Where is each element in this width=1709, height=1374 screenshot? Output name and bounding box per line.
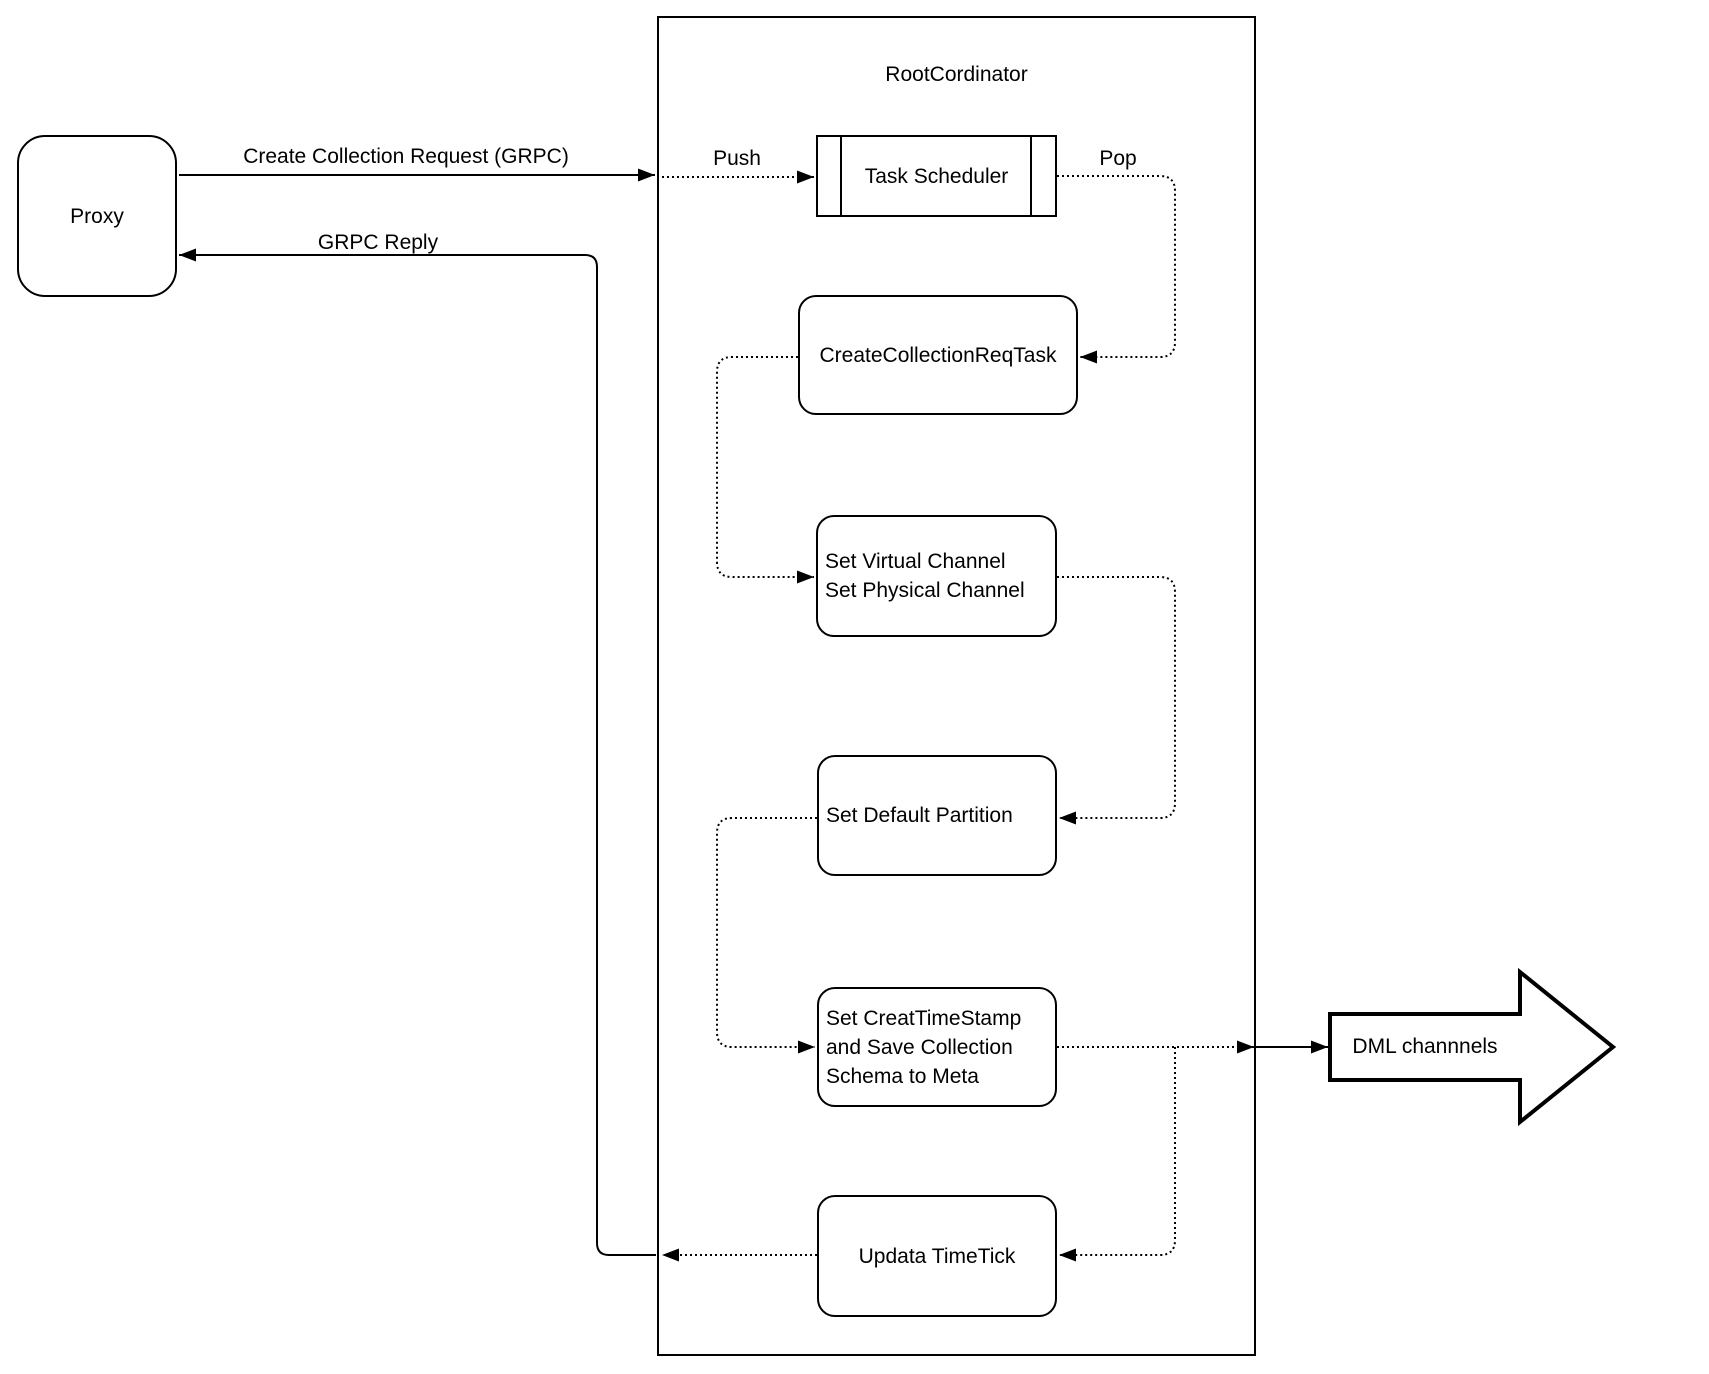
node-create-collection-req-task-label: CreateCollectionReqTask xyxy=(819,343,1057,367)
node-task-scheduler: Task Scheduler xyxy=(816,135,1057,217)
pop-label: Pop xyxy=(1099,147,1137,170)
node-set-default-partition-label: Set Default Partition xyxy=(826,804,1013,827)
create-collection-request-label: Create Collection Request (GRPC) xyxy=(243,145,569,168)
edge-creat-timestamp-to-updata-timetick xyxy=(1059,1047,1176,1262)
edge-set-channels-to-default-partition xyxy=(1057,576,1176,825)
node-proxy: Proxy xyxy=(17,135,177,297)
root-coordinator-container xyxy=(657,16,1256,1356)
set-channels-line-1: Set Virtual Channel xyxy=(825,550,1006,573)
node-updata-timetick-label: Updata TimeTick xyxy=(858,1244,1016,1268)
node-set-channels: Set Virtual Channel Set Physical Channel xyxy=(816,515,1057,637)
node-create-collection-req-task: CreateCollectionReqTask xyxy=(798,295,1078,415)
task-scheduler-right-bar xyxy=(1030,137,1032,215)
set-creat-timestamp-line-2: and Save Collection xyxy=(826,1035,1013,1059)
edge-reqtask-to-set-channels xyxy=(716,356,814,584)
root-coordinator-title: RootCordinator xyxy=(885,63,1028,86)
push-label: Push xyxy=(713,147,761,170)
set-channels-line-2: Set Physical Channel xyxy=(825,579,1025,602)
node-set-creat-timestamp: Set CreatTimeStamp and Save Collection S… xyxy=(817,987,1057,1107)
task-scheduler-left-bar xyxy=(840,137,842,215)
edge-pop xyxy=(1057,175,1176,364)
grpc-reply-label: GRPC Reply xyxy=(317,231,439,254)
dml-channels-arrow-shape xyxy=(1328,967,1617,1127)
set-creat-timestamp-line-3: Schema to Meta xyxy=(826,1064,979,1088)
dml-channels-label: DML channnels xyxy=(1352,1035,1498,1058)
edge-grpc-reply xyxy=(179,248,656,1256)
node-updata-timetick: Updata TimeTick xyxy=(817,1195,1057,1317)
node-task-scheduler-label: Task Scheduler xyxy=(864,164,1009,188)
edge-default-partition-to-creat-timestamp xyxy=(716,817,817,1054)
set-creat-timestamp-line-1: Set CreatTimeStamp xyxy=(826,1006,1022,1030)
node-proxy-label: Proxy xyxy=(70,204,124,228)
node-set-default-partition: Set Default Partition xyxy=(817,755,1057,876)
